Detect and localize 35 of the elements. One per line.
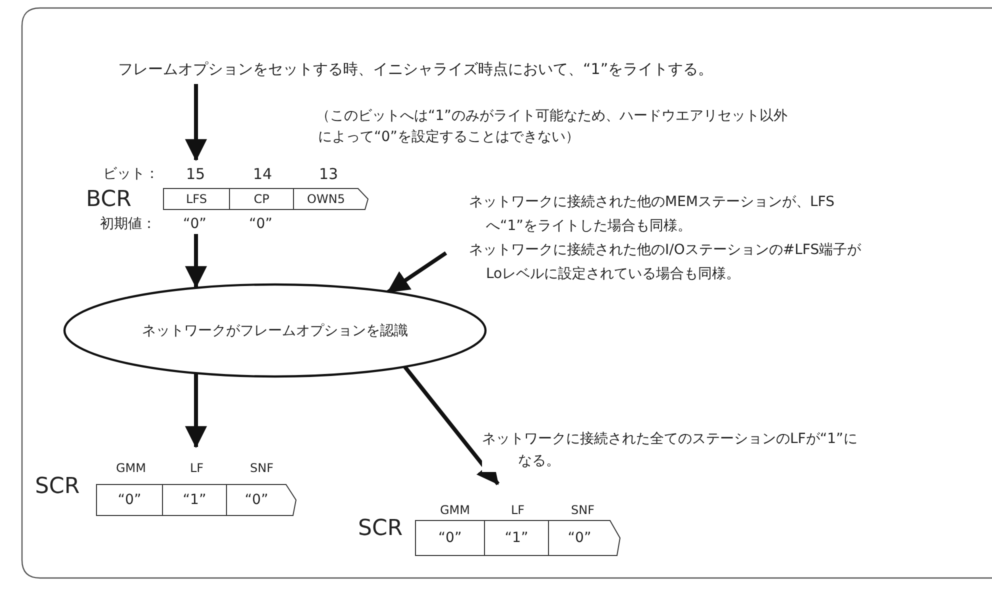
- note-text: ネットワークに接続された他のMEMステーションが、LFSへ“1”をライトした場合も同様。: [468, 193, 836, 236]
- register-name: SCR: [35, 475, 80, 499]
- field-name: SNF: [250, 460, 274, 477]
- register-cell: “0”: [415, 520, 484, 556]
- arrow: [386, 251, 448, 294]
- bit-number: 15: [186, 164, 206, 185]
- field-name: LF: [511, 502, 525, 519]
- bit-number: 13: [319, 164, 338, 185]
- note-text: ネットワークに接続された他のI/Oステーションの#LFS端子がLoレベルに設定されている場合も同様。: [468, 241, 862, 284]
- arrow: [185, 84, 207, 162]
- note-text: （このビットへは“1”のみがライト可能なため、ハードウエアリセット以外によって“0”を設定することはできない）: [318, 107, 788, 147]
- field-name: GMM: [116, 460, 146, 477]
- register-cell: OWN5: [293, 188, 368, 210]
- register-cell: LFS: [163, 188, 229, 210]
- field-name: LF: [190, 460, 204, 477]
- register-cell: “1”: [162, 484, 226, 516]
- field-name: GMM: [440, 502, 470, 519]
- process-ellipse: ネットワークがフレームオプションを認識: [63, 283, 487, 378]
- register-cell: “0”: [96, 484, 162, 516]
- field-name: SNF: [571, 502, 594, 519]
- bit-label: ビット：: [103, 165, 159, 184]
- register-cell: CP: [229, 188, 293, 210]
- arrow: [403, 366, 500, 486]
- register-name: SCR: [358, 517, 403, 541]
- initial-value: “0”: [183, 215, 206, 234]
- register-cell: “0”: [226, 484, 296, 516]
- register-name: BCR: [86, 188, 132, 212]
- arrow: [185, 234, 207, 288]
- register-cell: “1”: [484, 520, 548, 556]
- register-cell: “0”: [548, 520, 620, 556]
- initial-value-label: 初期値：: [100, 215, 156, 234]
- arrow: [185, 374, 207, 448]
- bit-number: 14: [253, 164, 272, 185]
- initial-value: “0”: [249, 215, 272, 234]
- instruction-text: フレームオプションをセットする時、イニシャライズ時点において、“1”をライトする。: [118, 60, 818, 82]
